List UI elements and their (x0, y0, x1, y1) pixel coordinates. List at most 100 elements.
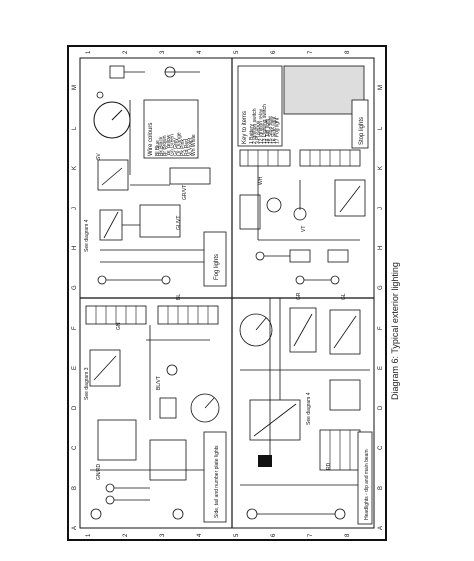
key-item-entry: 12 Ignition relay (259, 108, 265, 144)
wire-colour-entry: Or Orange (177, 132, 183, 156)
wire-label: SV (96, 153, 102, 160)
number-plate-light-icon (149, 439, 187, 481)
panel-title-box (203, 231, 227, 287)
stop-switch-icon (293, 207, 307, 221)
panel-headlights: Headlights - dip and main beam See diagr… (239, 298, 373, 525)
headlight-switch-module-icon (249, 399, 301, 441)
border-letter: F (378, 326, 384, 330)
panel-title-box (357, 431, 373, 525)
lighting-switch-dial-icon (190, 393, 220, 423)
border-number: 4 (197, 50, 203, 54)
border-letter: G (378, 285, 384, 290)
border-letter: E (72, 366, 78, 370)
wire-label: GR/VT (182, 185, 188, 200)
diagram-inner-frame (79, 57, 375, 529)
wire-colour-entry: Ye Yellow (166, 134, 172, 156)
panel-title-box (351, 99, 369, 149)
border-number: 6 (271, 50, 277, 54)
wire-label: GL (341, 293, 347, 300)
border-letter: H (378, 246, 384, 250)
border-letter: A (72, 526, 78, 530)
border-letter: C (378, 445, 384, 450)
fog-switch-module-icon (139, 204, 181, 238)
border-letter: C (72, 445, 78, 450)
border-letter: D (72, 405, 78, 410)
fog-lamp-left-icon (97, 275, 107, 285)
border-letter: H (72, 246, 78, 250)
border-letter: B (378, 486, 384, 490)
headlight-left-icon (246, 508, 258, 520)
border-number: 8 (345, 50, 351, 54)
border-number: 2 (123, 50, 129, 54)
key-item-entry: 1 Battery (249, 123, 255, 144)
wire-label: BL/VT (156, 376, 162, 390)
dip-relay-icon (289, 307, 317, 353)
key-to-items-legend (237, 65, 283, 147)
border-letter: K (72, 166, 78, 170)
key-item-entry: 15 Stop light (268, 116, 274, 144)
tail-light-cluster-icon (97, 419, 137, 461)
border-letter: F (72, 326, 78, 330)
item-legend-shaded-box (283, 65, 365, 115)
wire-label: WH (258, 176, 264, 185)
border-letter: L (378, 126, 384, 130)
border-number: 4 (197, 533, 203, 537)
border-number: 2 (123, 533, 129, 537)
wire-label: GN (116, 322, 122, 330)
border-number: 7 (308, 50, 314, 54)
panel-title-stop-lights: Stop lights (359, 117, 365, 145)
border-number: 8 (345, 533, 351, 537)
diagram-outer-frame (67, 45, 387, 541)
wire-colour-entry: Gr Grey (173, 138, 179, 156)
key-to-items-title: Key to items (242, 111, 248, 144)
fog-relay-icon (97, 159, 129, 191)
stop-relay-icon (334, 179, 366, 217)
border-number: 3 (160, 50, 166, 54)
border-letter: J (72, 207, 78, 210)
panel-title-box (203, 431, 227, 523)
border-letter: G (72, 285, 78, 290)
border-number: 1 (86, 50, 92, 54)
key-item-entry: 3 Fusebox (255, 120, 261, 144)
border-letter: D (378, 405, 384, 410)
border-number: 7 (308, 533, 314, 537)
border-letter: K (378, 166, 384, 170)
border-number: 3 (160, 533, 166, 537)
wire-colour-entry: Rd Red (184, 139, 190, 156)
border-number: 5 (234, 533, 240, 537)
wire-colour-entry: Vi Violet (187, 137, 193, 156)
key-item-entry: 14 Tail light (265, 118, 271, 144)
key-item-entry: 2 Ignition switch (252, 108, 258, 144)
wire-label: RD (326, 462, 332, 470)
arrow-marker-icon (258, 455, 272, 467)
border-letter: E (378, 366, 384, 370)
panel-title-side-tail-lights: Side, tail and number plate lights (214, 445, 220, 518)
see-diagram-label: See diagram 4 (306, 392, 312, 425)
wire-label: GR (296, 292, 302, 300)
key-item-entry: 13 Lighting switch (262, 104, 268, 144)
stop-lamp-right-icon (295, 275, 305, 285)
border-letter: M (72, 85, 78, 90)
panel-title-headlights: Headlights - dip and main beam (364, 449, 370, 520)
bulb-holder-icon (109, 65, 125, 79)
border-letter: L (72, 126, 78, 130)
wire-colour-entry: Bl Blue (155, 140, 161, 156)
wire-label: GN/RD (96, 464, 102, 481)
border-letter: B (72, 486, 78, 490)
wire-colour-entry: Br Brown (162, 135, 168, 156)
panel-title-fog-lights: Fog lights (214, 254, 220, 280)
border-number: 5 (234, 50, 240, 54)
wire-colour-entry: Bk Black (159, 136, 165, 156)
wire-label: GL/VT (176, 216, 182, 230)
wire-colour-entry: Pk Pink (180, 139, 186, 156)
wire-label: VT (301, 226, 307, 232)
border-number: 1 (86, 533, 92, 537)
headlight-switch-dial-icon (239, 313, 273, 347)
wire-label: BL (176, 294, 182, 300)
key-item-entry: 17 Fog light (275, 117, 281, 144)
brake-switch-icon (239, 194, 261, 230)
stop-lamp-left-icon (255, 251, 265, 261)
